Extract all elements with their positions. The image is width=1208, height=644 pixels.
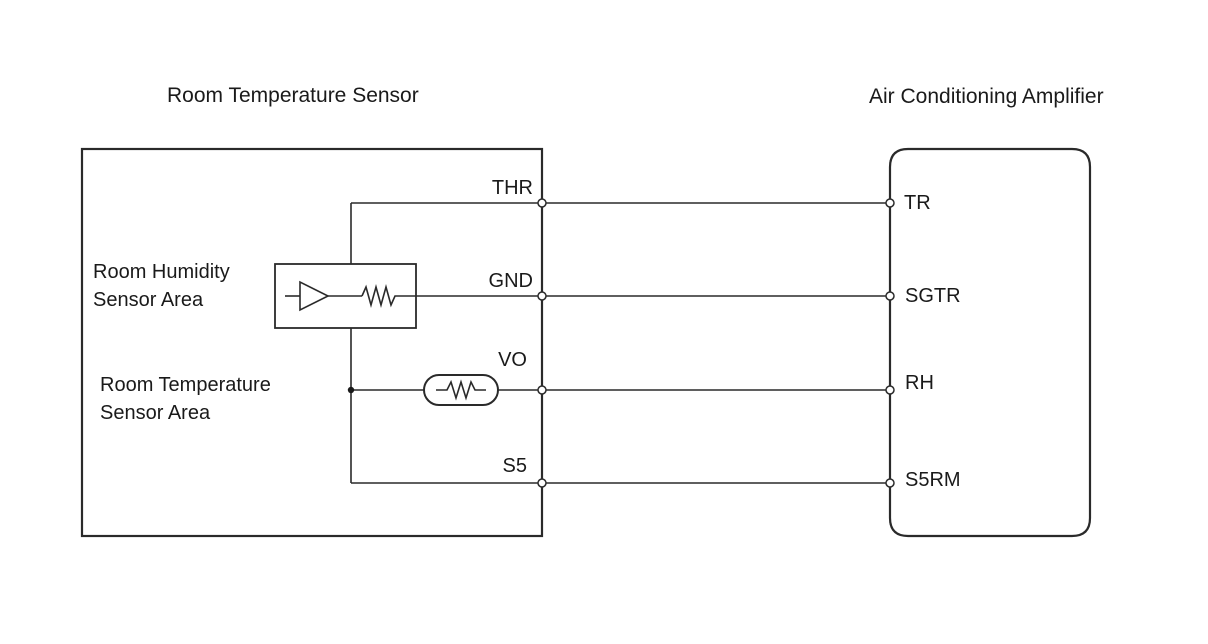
pin-label-sgtr: SGTR bbox=[905, 285, 961, 307]
humidity-area-label-line1: Room Humidity bbox=[93, 261, 230, 283]
pin-label-gnd: GND bbox=[489, 270, 533, 292]
sensor-housing bbox=[80, 147, 544, 538]
terminal-s5 bbox=[537, 478, 547, 488]
thermistor-icon bbox=[423, 374, 499, 406]
terminal-vo bbox=[537, 385, 547, 395]
pin-label-s5: S5 bbox=[503, 455, 527, 477]
thermistor-resistor-icon bbox=[436, 379, 486, 401]
humidity-area-label-line2: Sensor Area bbox=[93, 289, 204, 311]
pin-label-s5rm: S5RM bbox=[905, 469, 961, 491]
terminal-rh bbox=[885, 385, 895, 395]
pin-label-rh: RH bbox=[905, 372, 934, 394]
terminal-tr bbox=[885, 198, 895, 208]
temperature-area-label-line2: Sensor Area bbox=[100, 402, 211, 424]
terminal-sgtr bbox=[885, 291, 895, 301]
amplifier-housing bbox=[888, 147, 1092, 538]
sensor-title: Room Temperature Sensor bbox=[167, 84, 419, 107]
pin-label-vo: VO bbox=[498, 349, 527, 371]
amplifier-triangle-icon bbox=[299, 280, 330, 312]
terminal-thr bbox=[537, 198, 547, 208]
humidity-resistor-icon bbox=[361, 284, 416, 308]
junction-dot bbox=[347, 386, 355, 394]
terminal-s5rm bbox=[885, 478, 895, 488]
temperature-area-label-line1: Room Temperature bbox=[100, 374, 271, 396]
pin-label-tr: TR bbox=[904, 192, 931, 214]
terminal-gnd bbox=[537, 291, 547, 301]
amplifier-title: Air Conditioning Amplifier bbox=[869, 85, 1104, 108]
pin-label-thr: THR bbox=[492, 177, 533, 199]
